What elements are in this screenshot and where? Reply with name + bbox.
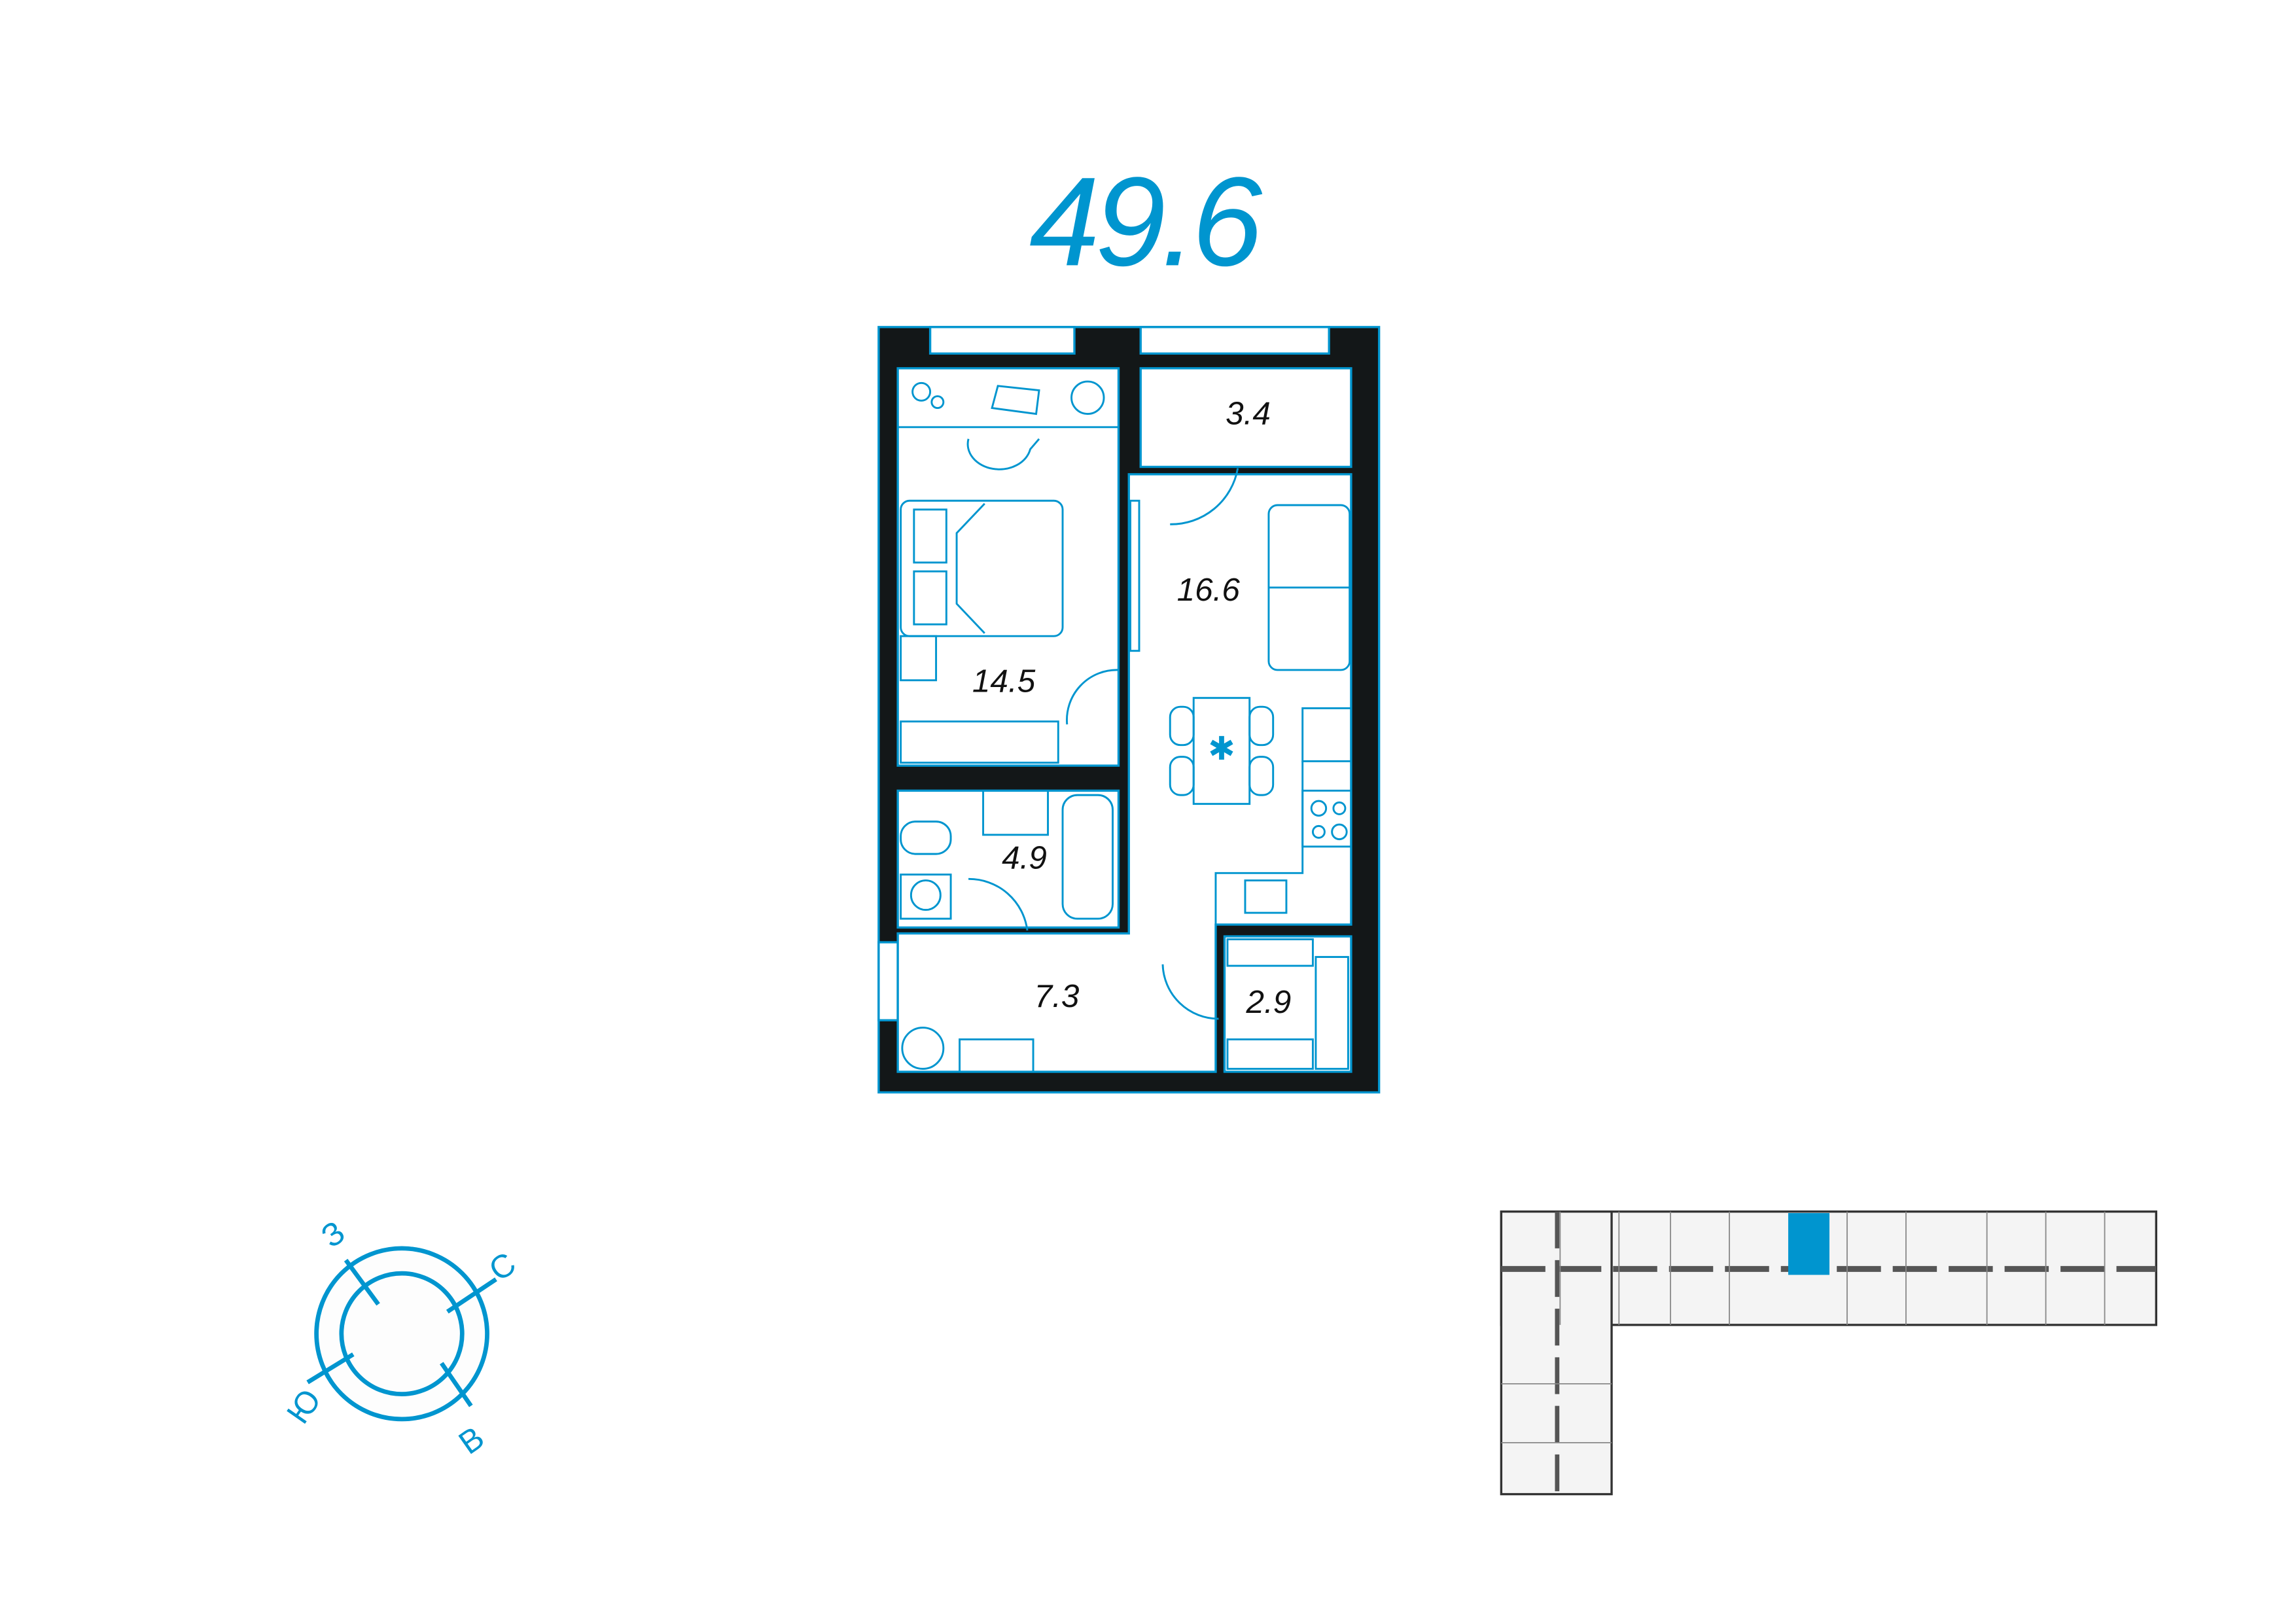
boiler-icon: [901, 1027, 945, 1070]
compass: З С Ю В: [280, 1214, 523, 1462]
area-label-wardrobe: 2.9: [1246, 984, 1292, 1020]
flower-icon: ✱: [1208, 731, 1235, 767]
apartment-highlight: [1788, 1212, 1829, 1275]
chair-icon: [966, 438, 1040, 470]
door-swing: [968, 877, 1029, 931]
washbasin-icon: [982, 789, 1050, 836]
room-balcony[interactable]: [1139, 367, 1352, 468]
area-label-hallway: 7.3: [1034, 978, 1080, 1014]
wardrobe-rail: [900, 720, 1059, 764]
area-label-living: 16.6: [1177, 572, 1241, 608]
bed-icon: [900, 499, 1064, 637]
dining-table-icon: [1192, 697, 1251, 805]
area-label-balcony: 3.4: [1226, 395, 1271, 431]
window: [1139, 326, 1330, 355]
window: [877, 941, 899, 1021]
shoe-rack-icon: [959, 1038, 1034, 1073]
window: [928, 326, 1076, 355]
compass-south: Ю: [280, 1383, 328, 1430]
area-label-bedroom: 14.5: [972, 663, 1036, 699]
total-area: 49.6: [1029, 150, 1263, 292]
washing-machine-icon: [900, 874, 952, 920]
room-wardrobe[interactable]: [1223, 935, 1352, 1073]
door-swing: [1170, 468, 1239, 525]
door-swing: [1066, 669, 1119, 725]
door-swing: [1161, 964, 1219, 1020]
area-label-bathroom: 4.9: [1002, 840, 1047, 876]
toilet-icon: [900, 821, 952, 855]
fridge-icon: [1301, 707, 1352, 762]
room-living-hall[interactable]: [896, 473, 1352, 1073]
furniture: ✱: [898, 380, 1352, 1073]
compass-west: З: [315, 1214, 351, 1255]
building-key-plan: [1500, 1210, 2157, 1496]
bathtub-icon: [1061, 794, 1114, 920]
sink-icon: [1244, 879, 1288, 914]
apartment-plan: ✱ 3.4 16.6 14.5 4.9 7.3 2.9: [877, 326, 1381, 1094]
room-bathroom[interactable]: [896, 789, 1120, 929]
compass-east: В: [452, 1420, 491, 1462]
plant-icon: [1070, 380, 1105, 415]
room-bedroom[interactable]: [896, 367, 1120, 767]
